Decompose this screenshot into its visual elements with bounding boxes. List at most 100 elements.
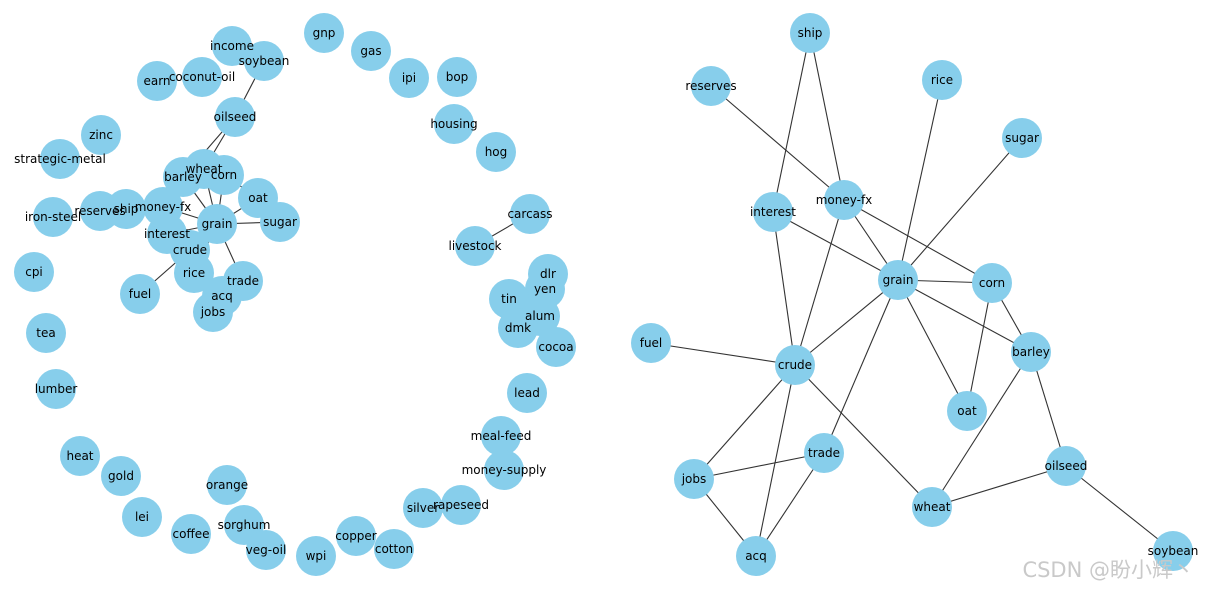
node-label-ship: ship <box>114 202 139 216</box>
node-label-oat: oat <box>248 191 268 205</box>
node-label-ipi: ipi <box>402 71 416 85</box>
node-veg-oil <box>246 530 286 570</box>
node-fuel <box>120 274 160 314</box>
edge-grain-crude <box>794 279 899 366</box>
node-money-supply <box>484 450 524 490</box>
node-label-silver: silver <box>407 501 439 515</box>
node-label-corn: corn <box>979 276 1005 290</box>
node-hog <box>476 132 516 172</box>
node-soybean <box>244 41 284 81</box>
node-lei <box>122 497 162 537</box>
node-label-trade: trade <box>808 446 840 460</box>
edge-crude-wheat <box>794 364 933 508</box>
node-iron-steel <box>33 197 73 237</box>
edge-rice-grain <box>897 79 943 281</box>
node-crude <box>775 345 815 385</box>
node-label-coconut-oil: coconut-oil <box>169 70 235 84</box>
node-ipi <box>389 58 429 98</box>
node-housing <box>434 104 474 144</box>
node-label-alum: alum <box>525 309 555 323</box>
node-label-ship: ship <box>798 26 823 40</box>
node-label-lumber: lumber <box>35 382 78 396</box>
node-gnp <box>304 13 344 53</box>
edge-grain-oat <box>897 279 968 412</box>
node-label-sugar: sugar <box>263 215 297 229</box>
node-oat <box>947 391 987 431</box>
node-label-sorghum: sorghum <box>218 518 271 532</box>
node-label-iron-steel: iron-steel <box>25 210 81 224</box>
edge-reserves-money-fx <box>710 85 845 201</box>
node-label-crude: crude <box>778 358 812 372</box>
node-label-orange: orange <box>206 478 248 492</box>
node-label-tea: tea <box>36 326 55 340</box>
node-gas <box>351 31 391 71</box>
node-heat <box>60 436 100 476</box>
node-earn <box>137 61 177 101</box>
node-label-wpi: wpi <box>306 549 327 563</box>
node-corn <box>972 263 1012 303</box>
node-label-fuel: fuel <box>640 336 663 350</box>
node-jobs <box>193 292 233 332</box>
node-coconut-oil <box>182 57 222 97</box>
edge-barley-wheat <box>931 351 1032 508</box>
edge-corn-oat <box>966 282 993 412</box>
edge-trade-acq <box>755 452 825 557</box>
node-label-soybean: soybean <box>1148 544 1199 558</box>
node-label-money-fx: money-fx <box>135 200 192 214</box>
edge-grain-trade <box>823 279 899 454</box>
node-label-dlr: dlr <box>540 267 556 281</box>
node-cocoa <box>536 327 576 367</box>
node-label-strategic-metal: strategic-metal <box>14 152 106 166</box>
node-label-coffee: coffee <box>173 527 210 541</box>
node-label-reserves: reserves <box>685 79 736 93</box>
csdn-watermark: CSDN @盼小辉丶 <box>1022 558 1194 582</box>
node-strategic-metal <box>40 139 80 179</box>
node-trade <box>804 433 844 473</box>
node-orange <box>207 465 247 505</box>
node-label-gas: gas <box>360 44 381 58</box>
node-label-zinc: zinc <box>89 128 113 142</box>
node-label-rice: rice <box>931 73 953 87</box>
node-silver <box>403 488 443 528</box>
node-livestock <box>455 226 495 266</box>
node-label-jobs: jobs <box>200 305 226 319</box>
node-coffee <box>171 514 211 554</box>
node-label-livestock: livestock <box>449 239 502 253</box>
node-label-sugar: sugar <box>1005 131 1039 145</box>
node-label-heat: heat <box>66 449 93 463</box>
node-label-barley: barley <box>164 170 202 184</box>
node-label-wheat: wheat <box>186 162 223 176</box>
node-label-tin: tin <box>501 292 517 306</box>
node-label-income: income <box>210 39 254 53</box>
node-copper <box>336 516 376 556</box>
node-cotton <box>374 529 414 569</box>
node-income <box>212 26 252 66</box>
node-jobs <box>674 459 714 499</box>
node-label-trade: trade <box>227 274 259 288</box>
node-label-money-supply: money-supply <box>462 463 547 477</box>
node-label-copper: copper <box>335 529 377 543</box>
node-label-money-fx: money-fx <box>816 193 873 207</box>
node-fuel <box>631 323 671 363</box>
node-sugar <box>260 202 300 242</box>
edge-grain-barley <box>897 279 1032 353</box>
node-acq <box>736 536 776 576</box>
node-label-cotton: cotton <box>375 542 413 556</box>
node-label-meal-feed: meal-feed <box>471 429 532 443</box>
node-lead <box>507 373 547 413</box>
node-tea <box>26 313 66 353</box>
node-carcass <box>510 194 550 234</box>
edge-crude-jobs <box>693 364 796 480</box>
node-oilseed <box>215 97 255 137</box>
grain-subgraph-edges <box>650 32 1174 557</box>
node-label-dmk: dmk <box>505 321 531 335</box>
node-label-housing: housing <box>430 117 477 131</box>
node-label-cpi: cpi <box>25 265 43 279</box>
node-label-bop: bop <box>446 70 469 84</box>
edge-fuel-crude <box>650 342 796 366</box>
node-ship <box>790 13 830 53</box>
